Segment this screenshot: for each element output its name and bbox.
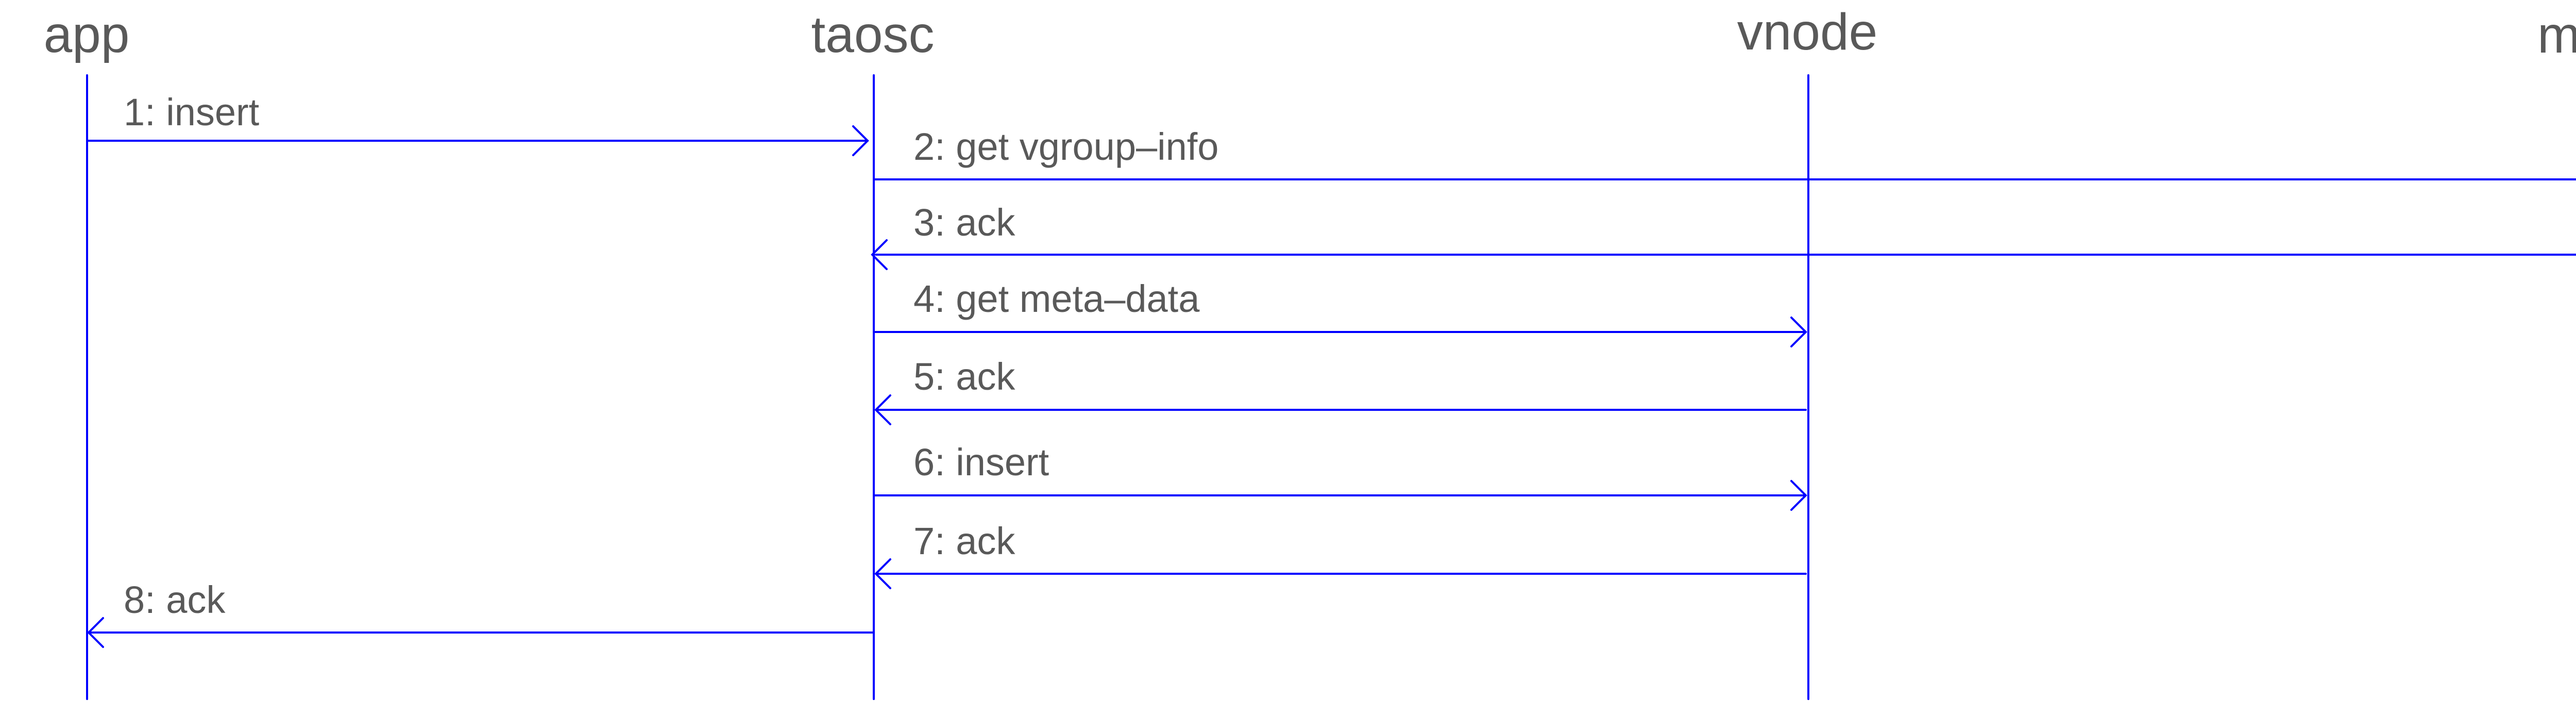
arrow-right-icon (1790, 317, 1807, 347)
participant-label-mnode: mnode (2537, 6, 2576, 64)
message-label-3: 3: ack (913, 201, 1015, 244)
message-label-6: 6: insert (913, 441, 1049, 484)
participant-label-vnode: vnode (1737, 3, 1877, 61)
message-label-5: 5: ack (913, 355, 1015, 398)
message-label-1: 1: insert (124, 91, 260, 134)
message-label-7: 7: ack (913, 520, 1015, 562)
participant-taosc: taosc (811, 6, 935, 700)
arrow-left-icon (871, 239, 888, 270)
message-1: 1: insert (87, 91, 869, 156)
message-label-4: 4: get meta–data (913, 277, 1200, 320)
message-6: 6: insert (874, 441, 1807, 511)
arrow-right-icon (1790, 480, 1807, 511)
message-label-8: 8: ack (124, 578, 226, 621)
message-3: 3: ack (871, 201, 2576, 270)
message-7: 7: ack (874, 520, 1807, 589)
participant-mnode: mnode (2537, 6, 2576, 64)
message-2: 2: get vgroup–info (874, 125, 2576, 180)
message-8: 8: ack (87, 578, 874, 648)
arrow-left-icon (874, 394, 891, 425)
participant-label-app: app (44, 6, 130, 63)
participant-app: app (44, 6, 130, 700)
arrow-left-icon (874, 558, 891, 589)
arrow-right-icon (852, 125, 869, 156)
participant-label-taosc: taosc (811, 6, 934, 63)
arrow-left-icon (87, 617, 104, 648)
message-5: 5: ack (874, 355, 1807, 425)
message-label-2: 2: get vgroup–info (913, 125, 1218, 168)
message-4: 4: get meta–data (874, 277, 1807, 347)
